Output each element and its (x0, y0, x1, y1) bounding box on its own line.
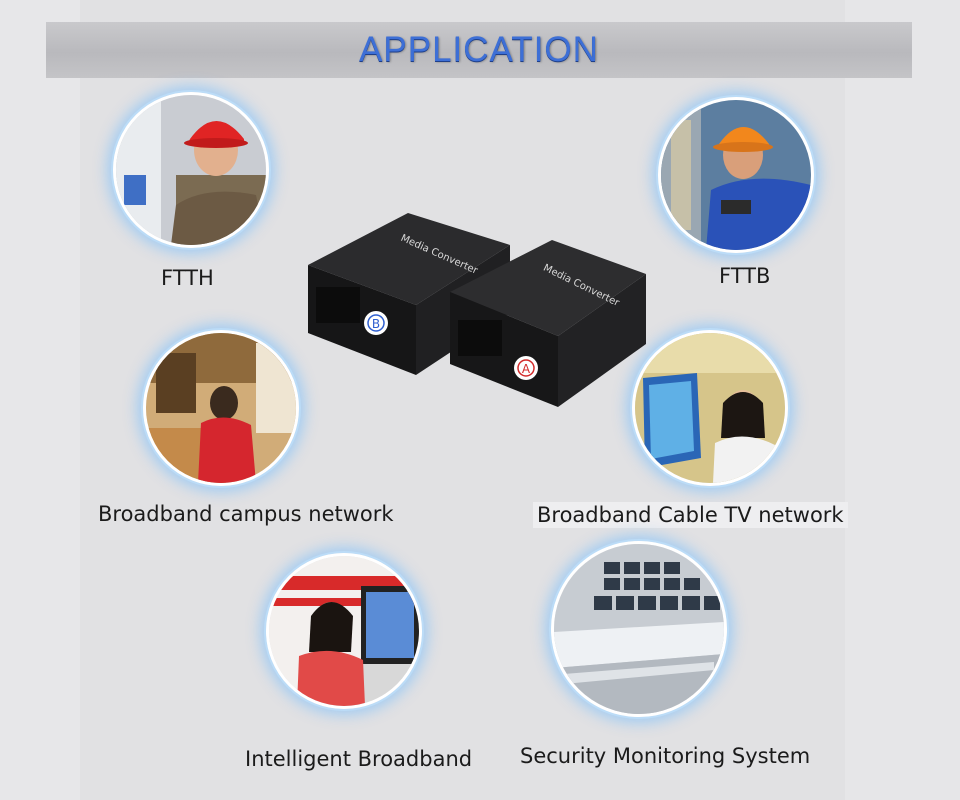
port-badge-a: A (522, 362, 531, 376)
label-security-monitoring: Security Monitoring System (520, 744, 811, 768)
campus-network-photo (143, 330, 299, 486)
label-ftth: FTTH (161, 266, 214, 290)
label-intelligent-broadband: Intelligent Broadband (245, 747, 473, 771)
port-badge-b: B (372, 317, 380, 331)
background-right (845, 0, 960, 800)
media-converter-a: A Media Converter (450, 240, 646, 407)
label-cable-tv-network: Broadband Cable TV network (533, 502, 848, 528)
page-title: APPLICATION (359, 30, 599, 69)
fttb-photo (658, 97, 814, 253)
label-fttb: FTTB (719, 264, 771, 288)
header-banner: APPLICATION (46, 22, 912, 78)
security-monitoring-photo (551, 541, 727, 717)
background-left (0, 0, 80, 800)
intelligent-broadband-photo (266, 553, 422, 709)
label-campus-network: Broadband campus network (98, 502, 394, 526)
ftth-photo (113, 92, 269, 248)
